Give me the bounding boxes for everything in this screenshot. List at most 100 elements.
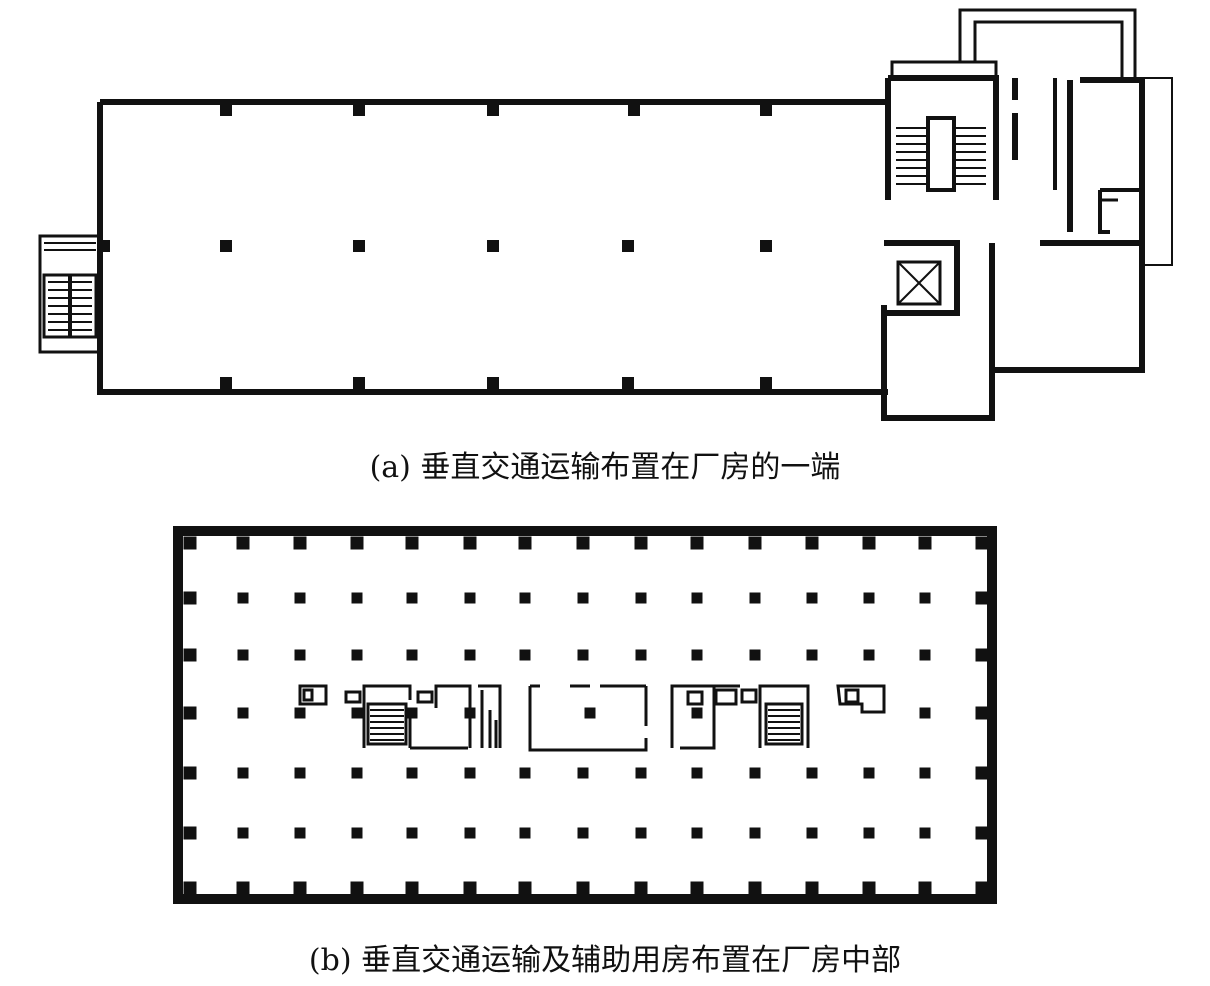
column-marker	[406, 592, 418, 604]
column-marker	[464, 767, 476, 779]
column-marker	[919, 592, 931, 604]
column-marker	[351, 767, 363, 779]
column-marker	[293, 536, 307, 550]
caption-plan-b: (b) 垂直交通运输及辅助用房布置在厂房中部	[308, 943, 902, 978]
column-marker	[576, 881, 590, 895]
plan-b-core-center	[528, 684, 648, 752]
column-marker	[183, 706, 197, 720]
column-marker	[635, 827, 647, 839]
caption-plan-a: (a) 垂直交通运输布置在厂房的一端	[369, 450, 841, 485]
column-marker	[862, 536, 876, 550]
column-marker	[806, 827, 818, 839]
column-marker	[576, 536, 590, 550]
column-marker	[237, 707, 249, 719]
column-marker	[237, 592, 249, 604]
column-marker	[919, 767, 931, 779]
column-marker	[406, 707, 418, 719]
column-marker	[806, 767, 818, 779]
plan-a-columns	[102, 104, 772, 389]
column-marker	[919, 707, 931, 719]
column-marker	[183, 826, 197, 840]
column-marker	[577, 767, 589, 779]
column-marker	[463, 536, 477, 550]
column-marker	[350, 536, 364, 550]
column-marker	[237, 827, 249, 839]
column-marker	[294, 767, 306, 779]
column-marker	[919, 649, 931, 661]
floor-plan-a	[38, 8, 1173, 421]
column-marker	[519, 649, 531, 661]
column-marker	[748, 881, 762, 895]
column-marker	[519, 767, 531, 779]
column-marker	[691, 707, 703, 719]
column-marker	[805, 881, 819, 895]
column-marker	[293, 881, 307, 895]
column-marker	[806, 592, 818, 604]
column-marker	[183, 536, 197, 550]
column-marker	[294, 649, 306, 661]
column-marker	[406, 827, 418, 839]
column-marker	[975, 766, 989, 780]
column-marker	[237, 649, 249, 661]
column-marker	[183, 766, 197, 780]
plan-a-left-stair	[38, 234, 102, 354]
column-marker	[463, 881, 477, 895]
column-marker	[975, 826, 989, 840]
column-marker	[634, 881, 648, 895]
column-marker	[863, 767, 875, 779]
column-marker	[805, 536, 819, 550]
column-marker	[690, 536, 704, 550]
column-marker	[806, 649, 818, 661]
column-marker	[975, 536, 989, 550]
plan-a-main-hall-wall	[97, 99, 888, 395]
column-marker	[691, 767, 703, 779]
column-marker	[183, 648, 197, 662]
column-marker	[236, 881, 250, 895]
column-marker	[183, 591, 197, 605]
column-marker	[749, 649, 761, 661]
column-marker	[518, 536, 532, 550]
column-marker	[236, 536, 250, 550]
column-marker	[975, 648, 989, 662]
column-marker	[518, 881, 532, 895]
column-marker	[975, 706, 989, 720]
column-marker	[577, 827, 589, 839]
column-marker	[749, 827, 761, 839]
column-marker	[406, 649, 418, 661]
column-marker	[406, 767, 418, 779]
column-marker	[294, 707, 306, 719]
column-marker	[519, 592, 531, 604]
column-marker	[863, 649, 875, 661]
column-marker	[237, 767, 249, 779]
column-marker	[863, 592, 875, 604]
floor-plan-b	[173, 526, 997, 904]
column-marker	[863, 827, 875, 839]
column-marker	[749, 767, 761, 779]
column-marker	[519, 827, 531, 839]
column-marker	[918, 536, 932, 550]
column-marker	[464, 649, 476, 661]
column-marker	[975, 591, 989, 605]
column-marker	[294, 827, 306, 839]
column-marker	[464, 827, 476, 839]
column-marker	[919, 827, 931, 839]
plan-b-core-right	[670, 684, 886, 750]
column-marker	[577, 592, 589, 604]
column-marker	[584, 707, 596, 719]
column-marker	[749, 592, 761, 604]
column-marker	[691, 649, 703, 661]
column-marker	[635, 649, 647, 661]
column-marker	[351, 592, 363, 604]
column-marker	[294, 592, 306, 604]
plan-a-service-core	[881, 8, 1173, 421]
column-marker	[405, 881, 419, 895]
column-marker	[351, 707, 363, 719]
column-marker	[183, 881, 197, 895]
column-marker	[350, 881, 364, 895]
column-marker	[351, 827, 363, 839]
column-marker	[862, 881, 876, 895]
column-marker	[691, 592, 703, 604]
column-marker	[464, 707, 476, 719]
column-marker	[405, 536, 419, 550]
